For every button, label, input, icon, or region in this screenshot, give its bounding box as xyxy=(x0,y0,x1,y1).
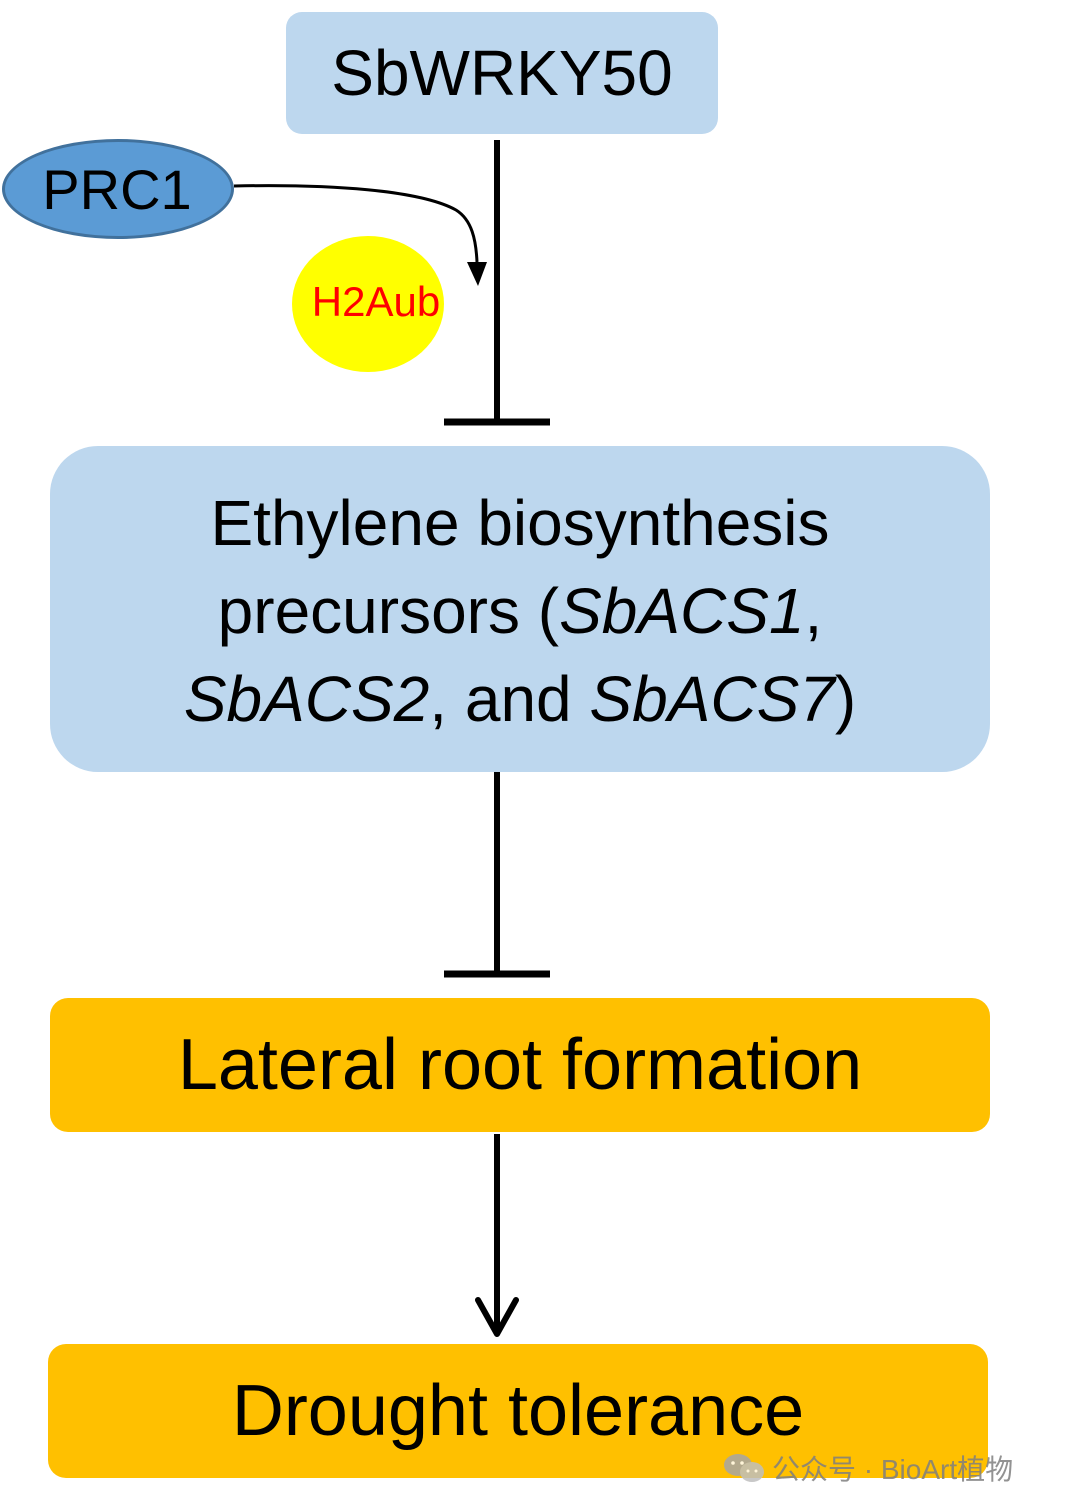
edge-prc1-to-sbwrky50-edge xyxy=(233,184,487,286)
comma-1: , xyxy=(804,575,823,647)
and-text: , and xyxy=(429,663,590,735)
gene-sbacs7: SbACS7 xyxy=(589,663,835,735)
node-drought-label: Drought tolerance xyxy=(231,1371,805,1451)
wechat-icon xyxy=(724,1454,764,1482)
node-ethylene-line2: precursors (SbACS1, xyxy=(184,567,856,655)
edge-ethylene-inhibits-lateral xyxy=(444,772,550,978)
edge-sbwrky50-inhibits-ethylene xyxy=(444,140,550,426)
node-sbwrky50: SbWRKY50 xyxy=(286,12,718,134)
node-h2aub-label: H2Aub xyxy=(311,278,441,325)
gene-sbacs2: SbACS2 xyxy=(183,663,430,735)
node-h2aub: H2Aub xyxy=(292,236,444,372)
watermark-text: 公众号 · BioArt植物 xyxy=(772,1454,1014,1485)
node-lateral-root-formation: Lateral root formation xyxy=(50,998,990,1132)
node-ethylene-precursors: Ethylene biosynthesis precursors (SbACS1… xyxy=(50,446,990,772)
node-prc1-label: PRC1 xyxy=(42,157,192,221)
node-ethylene-text: Ethylene biosynthesis precursors (SbACS1… xyxy=(184,479,856,743)
node-ethylene-line1: Ethylene biosynthesis xyxy=(210,487,830,559)
node-sbwrky50-label: SbWRKY50 xyxy=(331,37,673,109)
watermark: 公众号 · BioArt植物 xyxy=(722,1446,1052,1490)
gene-sbacs1: SbACS1 xyxy=(559,575,805,647)
node-ethylene-line3: SbACS2, and SbACS7) xyxy=(184,655,856,743)
edge-lateral-to-drought xyxy=(475,1134,519,1337)
node-lateral-label: Lateral root formation xyxy=(177,1025,863,1105)
precursors-prefix: precursors ( xyxy=(217,575,560,647)
node-prc1: PRC1 xyxy=(2,139,234,239)
close-paren: ) xyxy=(834,663,857,735)
node-drought-tolerance: Drought tolerance xyxy=(48,1344,988,1478)
